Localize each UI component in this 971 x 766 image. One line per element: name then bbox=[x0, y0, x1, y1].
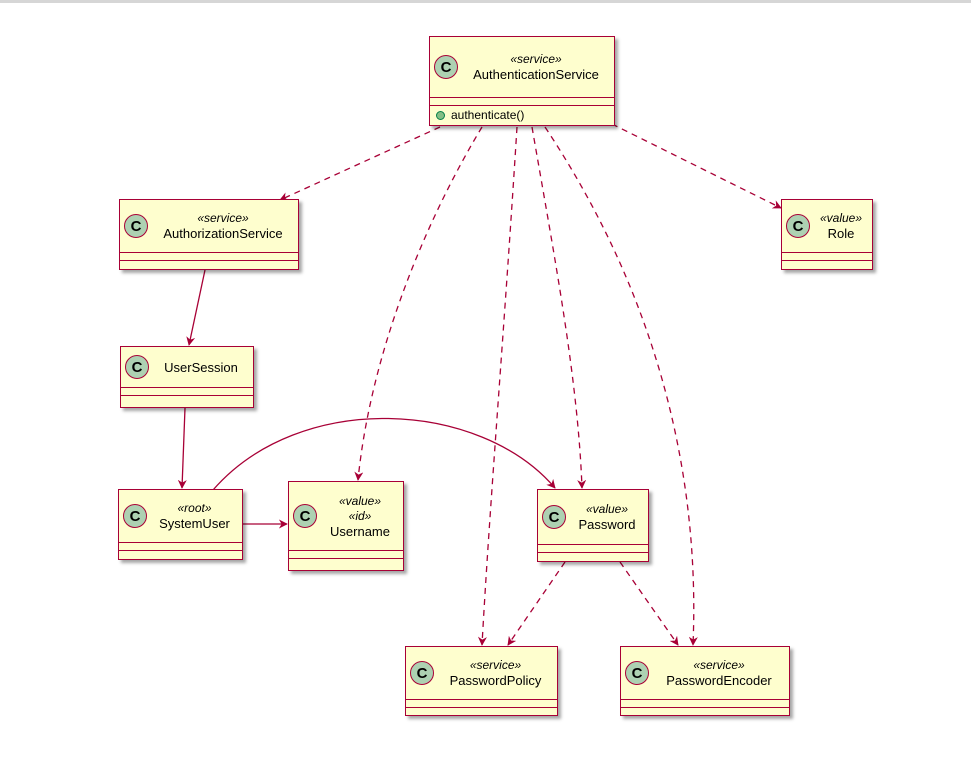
edge-authentication-to-passwordencoder bbox=[544, 126, 698, 646]
methods-divider bbox=[621, 707, 789, 708]
attributes-divider bbox=[782, 252, 872, 253]
class-badge-icon: C bbox=[434, 55, 458, 79]
edge-authentication-to-role bbox=[611, 123, 782, 209]
class-name: UserSession bbox=[164, 359, 238, 375]
attributes-divider bbox=[119, 542, 242, 543]
class-name: Username bbox=[330, 523, 390, 539]
class-password-policy[interactable]: C «service» PasswordPolicy bbox=[405, 646, 558, 716]
stereotype-label: «value» bbox=[338, 493, 382, 508]
attributes-divider bbox=[621, 699, 789, 700]
class-user-session[interactable]: C UserSession bbox=[120, 346, 254, 408]
attributes-divider bbox=[289, 550, 403, 551]
class-role[interactable]: C «value» Role bbox=[781, 199, 873, 270]
class-badge-icon: C bbox=[410, 661, 434, 685]
methods-divider bbox=[121, 395, 253, 396]
stereotype-label: «service» bbox=[693, 658, 745, 672]
methods-divider bbox=[120, 260, 298, 261]
class-username[interactable]: C «value» «id» Username bbox=[288, 481, 404, 571]
class-name: Password bbox=[578, 517, 636, 532]
class-name: PasswordEncoder bbox=[666, 673, 772, 688]
stereotype-label-secondary: «id» bbox=[348, 508, 372, 523]
class-authorization-service[interactable]: C «service» AuthorizationService bbox=[119, 199, 299, 270]
class-badge-icon: C bbox=[123, 504, 147, 528]
method-row: authenticate() bbox=[436, 105, 524, 125]
class-name: AuthenticationService bbox=[473, 67, 599, 82]
class-system-user[interactable]: C «root» SystemUser bbox=[118, 489, 243, 560]
stereotype-label: «service» bbox=[469, 658, 522, 672]
edge-authentication-to-password bbox=[531, 126, 587, 489]
class-badge-icon: C bbox=[786, 214, 810, 238]
methods-divider bbox=[406, 707, 557, 708]
attributes-divider bbox=[538, 544, 648, 545]
methods-divider bbox=[782, 260, 872, 261]
edge-password-to-passwordencoder bbox=[619, 561, 679, 646]
class-badge-icon: C bbox=[293, 504, 317, 528]
class-name: SystemUser bbox=[159, 516, 230, 531]
edge-systemuser-to-password bbox=[212, 417, 556, 491]
edge-authentication-to-authorization bbox=[279, 126, 441, 201]
window-top-border bbox=[0, 0, 971, 3]
attributes-divider bbox=[120, 252, 298, 253]
edge-password-to-passwordpolicy bbox=[507, 561, 566, 646]
stereotype-label: «service» bbox=[510, 52, 562, 66]
edge-authorization-to-usersession bbox=[186, 269, 206, 346]
class-name: Role bbox=[827, 226, 855, 241]
stereotype-label: «service» bbox=[197, 211, 249, 225]
edge-usersession-to-systemuser bbox=[177, 407, 187, 489]
attributes-divider bbox=[430, 97, 614, 98]
class-name: PasswordPolicy bbox=[449, 673, 542, 688]
class-authentication-service[interactable]: C «service» AuthenticationService authen… bbox=[429, 36, 615, 126]
public-method-icon bbox=[436, 110, 445, 120]
class-badge-icon: C bbox=[542, 505, 566, 529]
stereotype-label: «value» bbox=[819, 211, 863, 225]
class-password[interactable]: C «value» Password bbox=[537, 489, 649, 562]
class-badge-icon: C bbox=[125, 355, 149, 379]
class-badge-icon: C bbox=[124, 214, 148, 238]
stereotype-label: «value» bbox=[585, 502, 629, 516]
attributes-divider bbox=[406, 699, 557, 700]
method-name: authenticate() bbox=[451, 108, 525, 122]
class-password-encoder[interactable]: C «service» PasswordEncoder bbox=[620, 646, 790, 716]
methods-divider bbox=[430, 105, 614, 106]
stereotype-label: «root» bbox=[177, 501, 212, 515]
attributes-divider bbox=[121, 387, 253, 388]
methods-divider bbox=[289, 558, 403, 559]
edge-authentication-to-passwordpolicy bbox=[477, 126, 518, 646]
class-badge-icon: C bbox=[625, 661, 649, 685]
methods-divider bbox=[119, 550, 242, 551]
edge-authentication-to-username bbox=[354, 126, 483, 481]
methods-divider bbox=[538, 552, 648, 553]
class-name: AuthorizationService bbox=[163, 226, 283, 241]
